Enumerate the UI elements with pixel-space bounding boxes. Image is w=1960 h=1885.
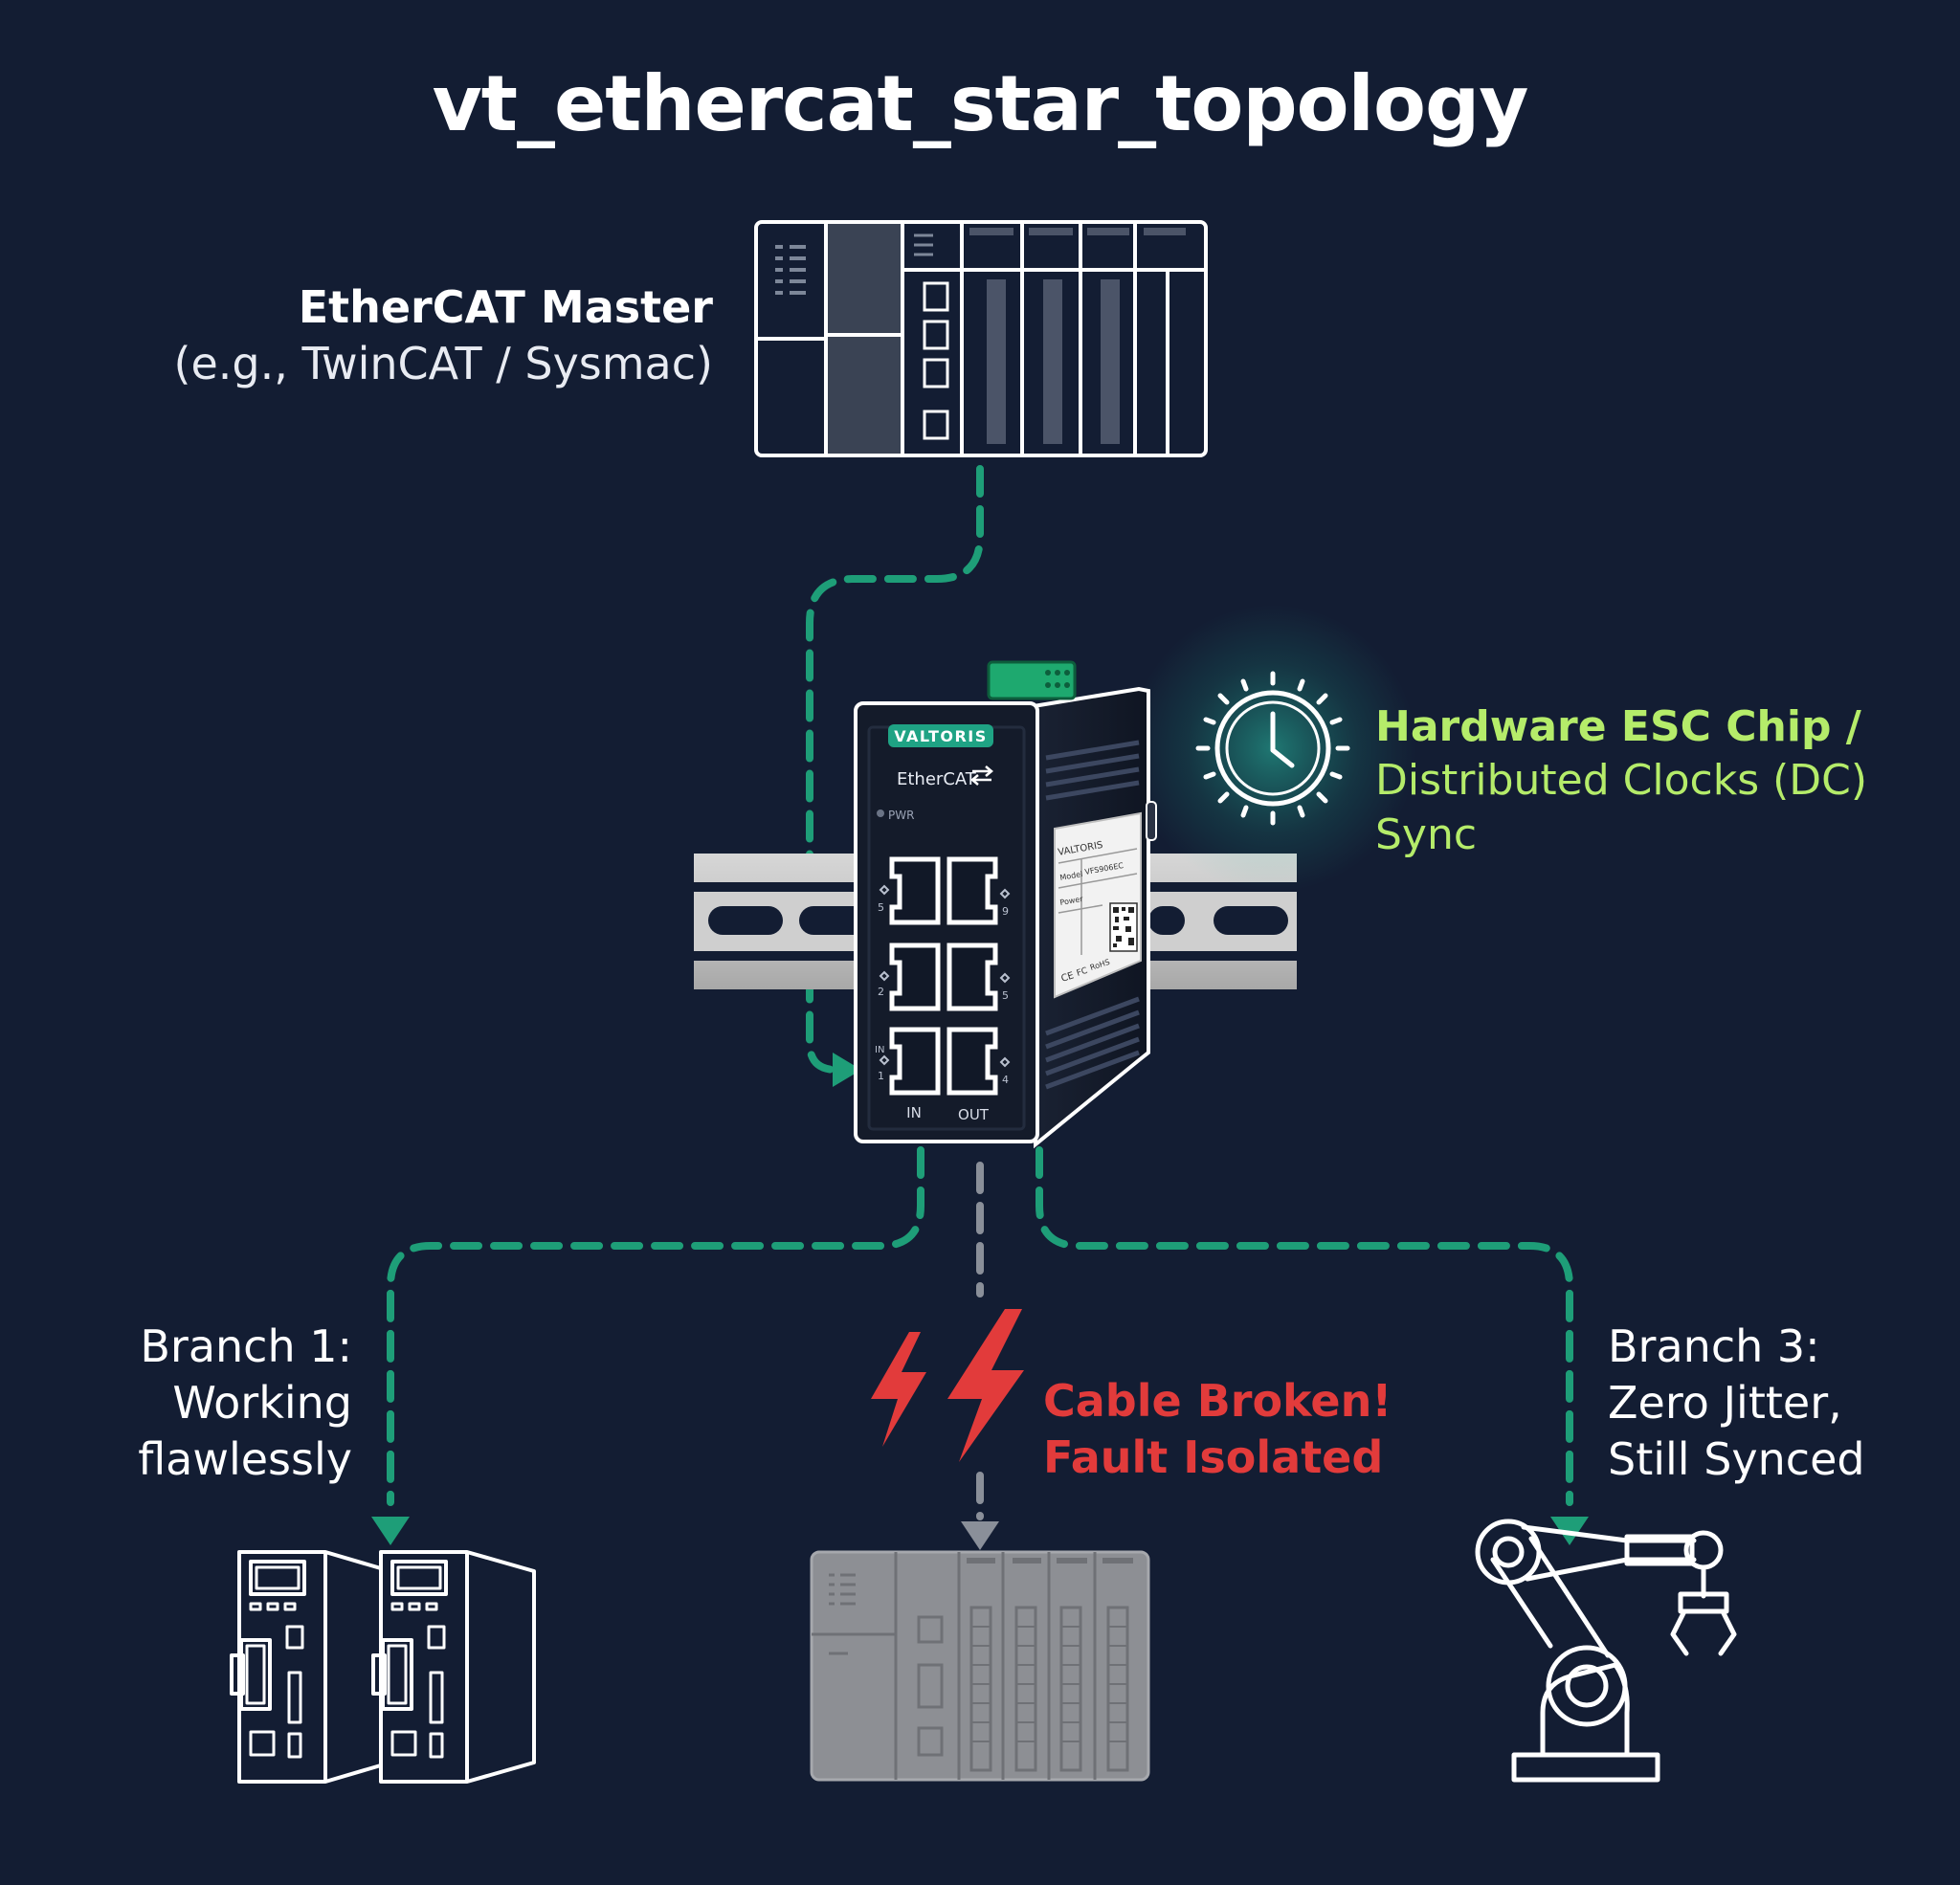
arrowhead-branch-2	[961, 1521, 999, 1550]
branch-2-label: Cable Broken! Fault Isolated	[1043, 1373, 1392, 1486]
switch-ports	[889, 856, 998, 1096]
link-master-to-switch	[806, 465, 984, 1074]
switch-logo-label: EtherCAT	[897, 769, 977, 789]
nameplate: VALTORIS Model VFS906EC Power CE FC RoHS	[1054, 811, 1142, 999]
pwr-led	[877, 809, 884, 817]
port-9	[947, 856, 998, 925]
port-number-left-0: 5	[878, 901, 884, 914]
branch-1-line-1: Branch 1:	[140, 1320, 352, 1372]
port-4-out	[947, 1027, 998, 1096]
nameplate-model-label: Model	[1059, 870, 1083, 882]
switch-brand-label: VALTORIS	[894, 727, 988, 745]
arrowhead-branch-1	[371, 1517, 410, 1545]
branch-1-line-3: flawlessly	[138, 1432, 352, 1485]
arrowhead-switch-in	[833, 1053, 861, 1087]
branch-1-line-2: Working	[172, 1376, 352, 1429]
power-terminal-block	[987, 660, 1077, 700]
master-name: EtherCAT Master	[298, 281, 713, 333]
branch-3-label: Branch 3: Zero Jitter, Still Synced	[1608, 1319, 1865, 1488]
port-in-label: IN	[906, 1104, 922, 1121]
esc-line-1: Hardware ESC Chip /	[1375, 702, 1861, 751]
port-number-right-1: 5	[1002, 989, 1009, 1002]
link-branch-1	[387, 1146, 924, 1506]
esc-line-2: Distributed Clocks (DC) Sync	[1375, 756, 1868, 859]
nameplate-mark-fc: FC	[1076, 966, 1089, 979]
branch-3-line-2: Zero Jitter,	[1608, 1376, 1842, 1429]
branch-3-line-1: Branch 3:	[1608, 1320, 1820, 1372]
stopwatch-icon	[1195, 671, 1350, 826]
master-subtitle: (e.g., TwinCAT / Sysmac)	[173, 337, 713, 389]
nameplate-mark-ce: CE	[1060, 970, 1076, 985]
port-2	[889, 942, 941, 1011]
robot-arm-icon	[1475, 1519, 1737, 1783]
port-number-left-1: 2	[878, 986, 884, 998]
port-number-right-0: 9	[1002, 905, 1009, 918]
master-label: EtherCAT Master (e.g., TwinCAT / Sysmac)	[115, 279, 713, 392]
port-in-marker: IN	[875, 1045, 884, 1055]
port-5b	[947, 942, 998, 1011]
branch-2-line-1: Cable Broken!	[1043, 1375, 1392, 1427]
nameplate-power-label: Power	[1059, 895, 1084, 907]
link-branch-3	[1036, 1146, 1573, 1506]
port-5	[889, 856, 941, 925]
lightning-bolt-icon	[871, 1309, 1024, 1462]
esc-label: Hardware ESC Chip / Distributed Clocks (…	[1375, 700, 1960, 862]
branch-2-line-2: Fault Isolated	[1043, 1430, 1384, 1483]
branch-3-line-3: Still Synced	[1608, 1432, 1865, 1485]
port-out-label: OUT	[958, 1106, 990, 1123]
pwr-led-label: PWR	[888, 809, 914, 822]
port-number-left-2: 1	[878, 1070, 884, 1082]
servo-drives	[230, 1550, 536, 1784]
faulted-io-rack	[810, 1550, 1150, 1782]
ethercat-logo-arrows-icon	[970, 765, 993, 786]
ethercat-switch: VALTORIS Model VFS906EC Power CE FC RoHS…	[854, 660, 1157, 1149]
branch-1-label: Branch 1: Working flawlessly	[77, 1319, 352, 1488]
port-number-right-2: 4	[1002, 1074, 1009, 1086]
port-1-in	[889, 1027, 941, 1096]
master-plc	[754, 220, 1208, 457]
page-title: vt_ethercat_star_topology	[432, 59, 1529, 148]
